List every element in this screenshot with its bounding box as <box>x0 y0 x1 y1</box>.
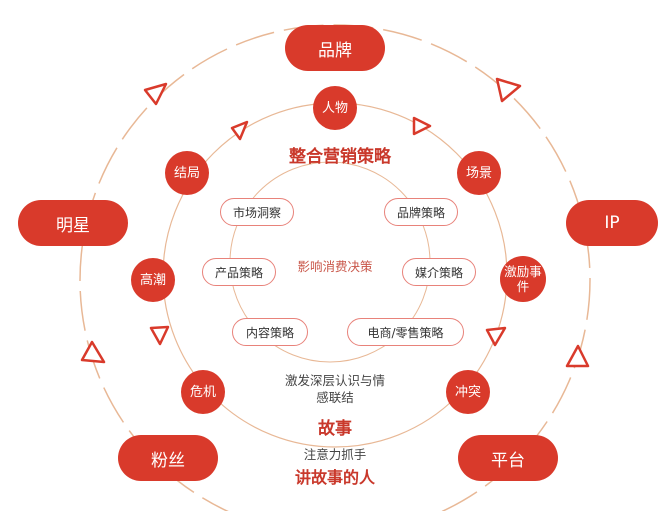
outer-node-ip: IP <box>566 200 658 246</box>
node-incentive-event: 激励事件 <box>500 256 546 302</box>
node-scene: 场景 <box>457 151 501 195</box>
strategy-market-insight: 市场洞察 <box>220 198 294 226</box>
outer-node-star: 明星 <box>18 200 128 246</box>
strategy-product: 产品策略 <box>202 258 276 286</box>
strategy-content: 内容策略 <box>232 318 308 346</box>
node-crisis: 危机 <box>181 370 225 414</box>
strategy-ecommerce-retail: 电商/零售策略 <box>347 318 464 346</box>
story-label: 故事 <box>318 419 352 439</box>
outer-arrow-left <box>80 340 106 364</box>
strategy-media: 媒介策略 <box>402 258 476 286</box>
outer-node-fans: 粉丝 <box>118 435 218 481</box>
node-ending: 结局 <box>165 151 209 195</box>
attention-text: 注意力抓手 <box>303 447 367 462</box>
deep-connection-text: 激发深层认识与情感联结 <box>284 373 385 405</box>
node-conflict: 冲突 <box>446 370 490 414</box>
mid-arrow-left <box>149 325 170 346</box>
storyteller-label: 讲故事的人 <box>294 468 375 487</box>
outer-node-brand: 品牌 <box>285 25 385 71</box>
mid-arrow-top-left <box>230 120 249 141</box>
outer-arrow-right <box>565 344 590 368</box>
node-climax: 高潮 <box>131 258 175 302</box>
center-subtitle: 影响消费决策 <box>297 259 373 274</box>
center-title: 整合营销策略 <box>289 147 391 167</box>
outer-node-platform: 平台 <box>458 435 558 481</box>
node-person: 人物 <box>313 86 357 130</box>
strategy-brand: 品牌策略 <box>384 198 458 226</box>
mid-arrow-right <box>485 326 507 347</box>
mid-arrow-top-right <box>412 116 432 136</box>
outer-arrow-top-right <box>495 77 522 103</box>
outer-arrow-top-left <box>143 82 168 106</box>
